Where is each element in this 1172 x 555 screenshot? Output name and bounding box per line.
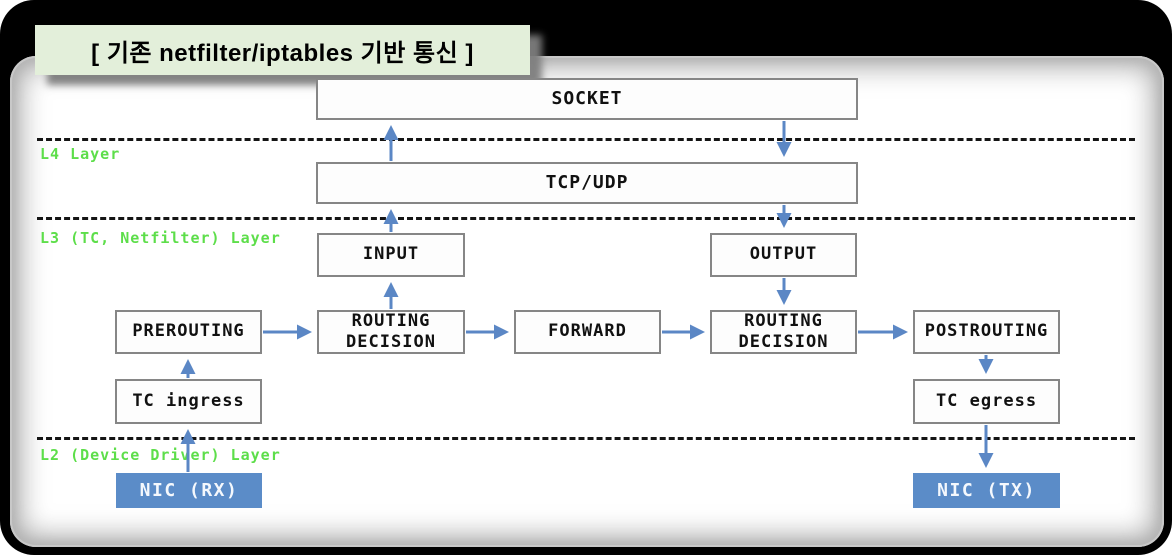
node-postrouting: POSTROUTING	[913, 310, 1060, 354]
layer-label-l4: L4 Layer	[40, 145, 121, 163]
node-input: INPUT	[317, 233, 465, 277]
node-socket: SOCKET	[316, 78, 858, 120]
diagram-panel	[10, 56, 1164, 547]
layer-label-l3: L3 (TC, Netfilter) Layer	[40, 229, 281, 247]
node-prerouting: PREROUTING	[115, 310, 262, 354]
layer-label-l2: L2 (Device Driver) Layer	[40, 446, 281, 464]
node-tcp-udp: TCP/UDP	[316, 162, 858, 204]
node-output: OUTPUT	[710, 233, 857, 277]
node-tc-ingress: TC ingress	[115, 379, 262, 424]
node-nic-rx: NIC (RX)	[116, 473, 262, 508]
layer-separator-l4	[37, 138, 1135, 141]
node-forward: FORWARD	[514, 310, 661, 354]
node-routing-decision-right: ROUTING DECISION	[710, 310, 857, 354]
node-nic-tx: NIC (TX)	[913, 473, 1060, 508]
layer-separator-l2	[37, 437, 1135, 440]
layer-separator-l3	[37, 217, 1135, 220]
node-tc-egress: TC egress	[913, 379, 1060, 424]
diagram-title: [ 기존 netfilter/iptables 기반 통신 ]	[35, 25, 530, 75]
node-routing-decision-left: ROUTING DECISION	[317, 310, 465, 354]
